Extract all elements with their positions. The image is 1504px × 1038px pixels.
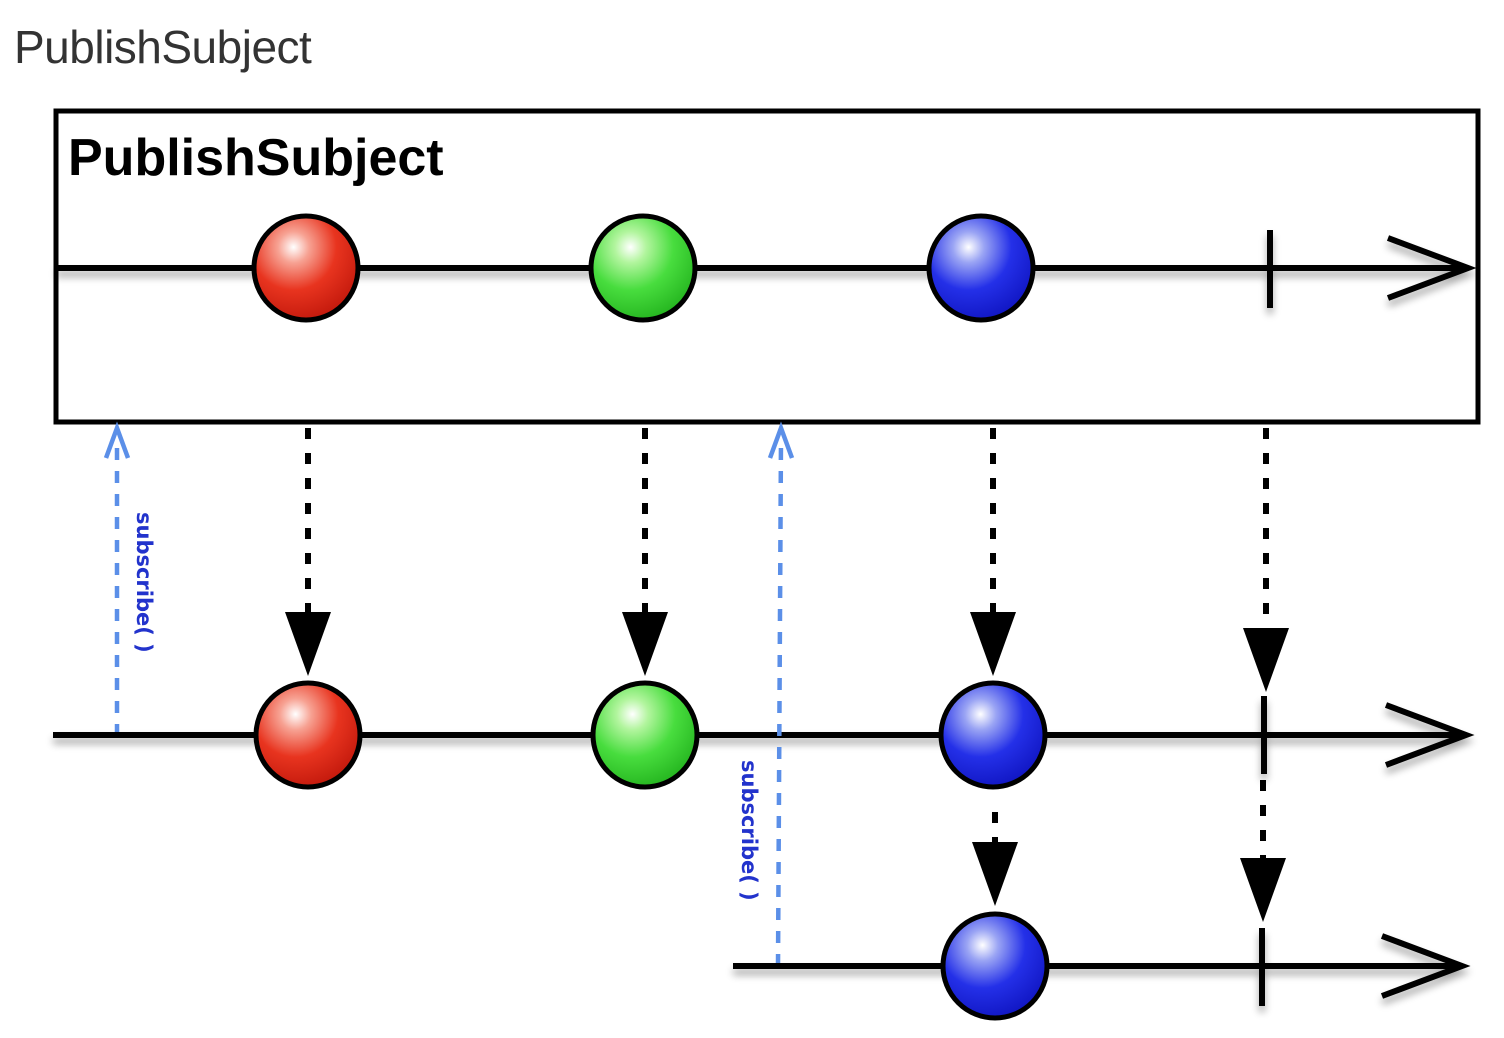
subscribe-arrow-1: subscribe( ) bbox=[103, 421, 156, 736]
emission-arrowhead bbox=[622, 612, 668, 676]
emission-arrowhead bbox=[285, 612, 331, 676]
subscribe-label-2: subscribe( ) bbox=[737, 760, 761, 901]
observer-1-items bbox=[253, 680, 1048, 790]
source-items bbox=[251, 213, 1036, 323]
source-red-marble bbox=[251, 213, 361, 323]
source-green-marble bbox=[588, 213, 698, 323]
observer-2-blue-marble bbox=[940, 911, 1050, 1021]
observer-1-timeline-arrowhead bbox=[1384, 702, 1475, 768]
emission-arrowhead bbox=[970, 612, 1016, 676]
observer-2-timeline-arrowhead bbox=[1380, 933, 1471, 999]
observer-2-timeline bbox=[733, 928, 1471, 1006]
subscribe-label-1: subscribe( ) bbox=[132, 512, 156, 653]
observer-2-items bbox=[940, 911, 1050, 1021]
subscribe-arrow-2: subscribe( ) bbox=[737, 421, 795, 967]
observer-1-blue-marble bbox=[938, 680, 1048, 790]
emission-arrows-observer-2 bbox=[972, 780, 1286, 922]
emission-arrowhead bbox=[972, 842, 1018, 906]
emission-arrowhead bbox=[1243, 628, 1289, 692]
observer-1-green-marble bbox=[590, 680, 700, 790]
source-blue-marble bbox=[926, 213, 1036, 323]
emission-arrows-observer-1 bbox=[285, 428, 1289, 692]
page-heading: PublishSubject bbox=[14, 21, 312, 73]
emission-arrowhead bbox=[1240, 858, 1286, 922]
source-timeline-arrowhead bbox=[1386, 235, 1477, 301]
observer-1-red-marble bbox=[253, 680, 363, 790]
subject-box-title: PublishSubject bbox=[68, 129, 444, 187]
